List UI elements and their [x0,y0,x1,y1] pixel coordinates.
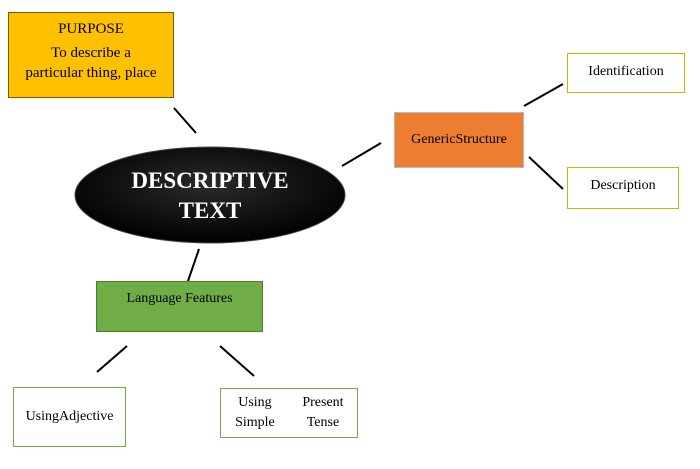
center-ellipse [74,146,346,244]
generic-structure-line1: Generic [411,132,456,147]
language-features-box: Language Features [96,281,263,332]
connector-language-simple [219,345,255,377]
center-topic: DESCRIPTIVE TEXT [75,148,345,244]
using-simple-present-line1: Using Simple [235,395,275,430]
connector-generic-identification [523,83,564,107]
connector-generic-description [528,156,564,190]
generic-structure-box: Generic Structure [394,112,524,168]
purpose-title: PURPOSE [58,21,124,37]
center-topic-line1: DESCRIPTIVE [131,168,289,193]
identification-label: Identification [588,64,664,79]
connector-center-language [187,248,200,282]
purpose-text-line1: To describe a [51,45,131,61]
identification-box: Identification [567,53,685,93]
description-label: Description [590,178,656,193]
using-adjective-box: Using Adjective [13,387,126,447]
center-topic-line2: TEXT [178,198,242,223]
using-simple-present-line2: Present Tense [302,395,344,430]
using-adjective-line1: Using [25,409,60,424]
purpose-box: PURPOSE To describe a particular thing, … [8,12,174,98]
purpose-text-line2: particular thing, place [25,65,157,81]
connector-center-purpose [173,107,197,134]
connector-language-adjective [96,345,128,373]
generic-structure-line2: Structure [455,132,507,147]
connector-center-generic [341,142,382,167]
using-simple-present-box: Using Simple Present Tense [220,388,358,438]
using-adjective-line2: Adjective [59,409,114,424]
description-box: Description [567,167,679,209]
language-features-label: Language Features [126,291,233,306]
